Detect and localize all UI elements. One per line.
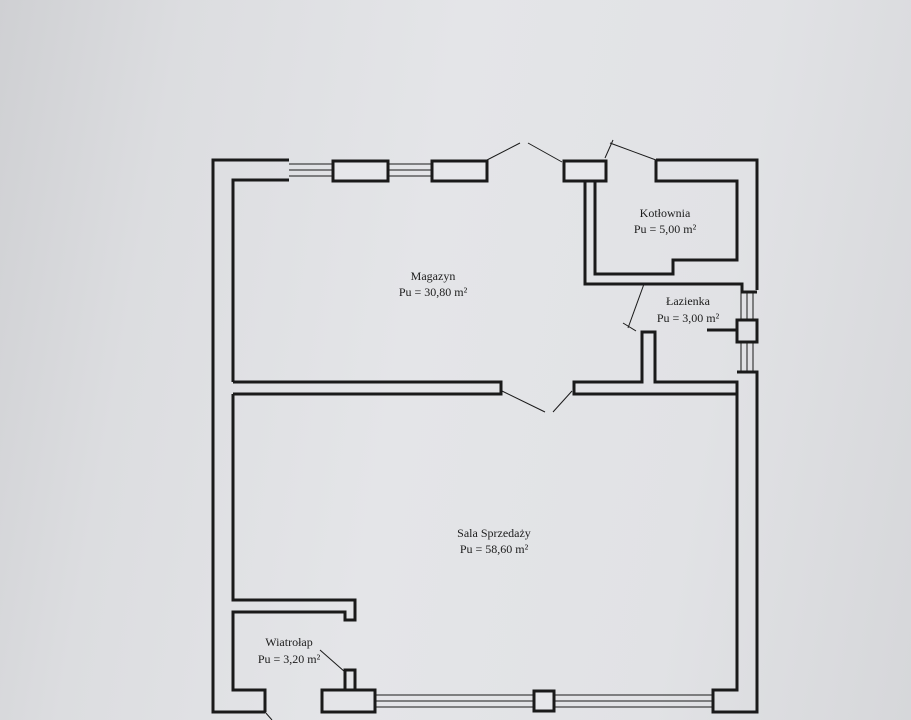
room-area-wiatrolap: Pu = 3,20 m² xyxy=(258,652,321,666)
door-boiler xyxy=(609,142,657,161)
north-pier-2 xyxy=(430,159,489,183)
room-name-sala-sprzedazy: Sala Sprzedaży xyxy=(457,526,531,540)
door-entrance xyxy=(264,711,273,720)
south-pier-center xyxy=(532,689,556,713)
room-area-magazyn: Pu = 30,80 m² xyxy=(399,285,468,299)
door-vestibule xyxy=(319,649,346,673)
door-bathroom xyxy=(627,283,645,329)
room-labels: Kotłownia Pu = 5,00 m² Magazyn Pu = 30,8… xyxy=(258,206,720,666)
room-name-magazyn: Magazyn xyxy=(411,269,456,283)
room-name-kotlownia: Kotłownia xyxy=(640,206,691,220)
west-wall-inner-lower xyxy=(231,394,357,712)
door-north-right xyxy=(527,142,563,163)
door-boiler-tick xyxy=(604,139,614,159)
boiler-room-north-wall xyxy=(656,158,759,290)
room-area-kotlownia: Pu = 5,00 m² xyxy=(634,222,697,236)
east-wall xyxy=(711,370,759,714)
east-wall-upper-pier xyxy=(735,318,759,344)
room-area-sala-sprzedazy: Pu = 58,60 m² xyxy=(460,542,529,556)
south-wall-left xyxy=(320,668,377,714)
north-pier-right-of-door xyxy=(562,159,608,183)
door-swings xyxy=(264,139,657,720)
door-bathroom-tick xyxy=(622,322,637,332)
window-east-bathroom-1 xyxy=(740,292,754,320)
wall-magazyn-sala-left xyxy=(233,380,503,396)
room-name-wiatrolap: Wiatrołap xyxy=(265,635,313,649)
wall-magazyn-sala-right xyxy=(572,330,739,396)
west-wall xyxy=(211,158,289,714)
north-pier-1 xyxy=(331,159,390,183)
window-east-bathroom-2 xyxy=(740,342,754,372)
window-north-2 xyxy=(388,163,432,177)
boiler-room-inner-wall xyxy=(593,160,739,276)
door-sala-left xyxy=(501,390,546,413)
window-north-1 xyxy=(289,163,333,177)
door-sala-right xyxy=(552,390,573,413)
west-wall-inner xyxy=(231,178,289,382)
windows xyxy=(289,163,754,708)
room-name-lazienka: Łazienka xyxy=(666,294,711,308)
door-north-left xyxy=(486,142,521,161)
room-area-lazienka: Pu = 3,00 m² xyxy=(657,311,720,325)
window-south-1 xyxy=(375,694,534,708)
outer-walls xyxy=(211,158,759,714)
interior-walls xyxy=(233,328,739,396)
window-south-2 xyxy=(554,694,713,708)
